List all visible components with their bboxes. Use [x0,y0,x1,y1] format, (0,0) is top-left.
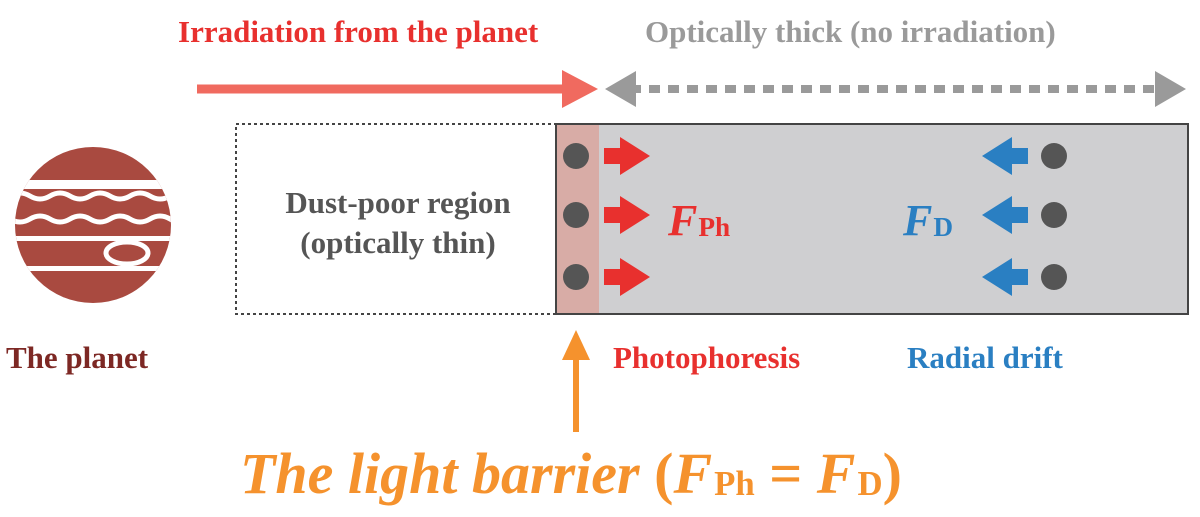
dust-grain [1041,202,1067,228]
radial-drift-label: Radial drift [907,340,1063,375]
photophoresis-arrow [604,196,650,234]
photophoresis-arrow [604,258,650,296]
radial-drift-arrow [982,137,1028,175]
barrier-equals: = [754,441,817,506]
dust-grain [563,143,589,169]
f-d-sub: D [933,212,954,243]
barrier-lhs-sub: Ph [714,463,755,503]
radial-drift-arrow [982,258,1028,296]
photophoresis-arrow [604,137,650,175]
optically-thick-label: Optically thick (no irradiation) [645,14,1056,49]
dust-grain [563,202,589,228]
dust-grain [563,264,589,290]
irradiation-arrow [197,70,598,108]
f-d-main: F [903,196,933,245]
barrier-rhs-main: F [816,441,856,506]
photophoresis-force-symbol: FPh [668,199,730,243]
dust-grain [1041,264,1067,290]
f-ph-sub: Ph [698,212,731,243]
dust-grain [1041,143,1067,169]
planet-icon [15,147,171,303]
barrier-lhs-main: F [673,441,713,506]
drift-force-symbol: FD [903,199,953,243]
barrier-close-paren: ) [882,441,902,506]
planet-label: The planet [6,340,149,375]
barrier-rhs-sub: D [857,463,883,503]
irradiation-label: Irradiation from the planet [178,14,539,49]
dust-poor-region-label: Dust-poor region (optically thin) [258,183,538,263]
light-barrier-pointer-arrow [562,330,590,432]
f-ph-main: F [668,196,698,245]
dust-poor-line2: (optically thin) [300,225,496,260]
optically-thick-disk [555,123,1189,315]
radial-drift-arrow [982,196,1028,234]
light-barrier-title: The light barrier (FPh = FD) [240,445,902,503]
photophoresis-label: Photophoresis [613,340,801,375]
barrier-open-paren: ( [654,441,674,506]
dust-poor-line1: Dust-poor region [285,185,511,220]
barrier-text: The light barrier [240,441,640,506]
optically-thick-arrow [605,71,1186,107]
